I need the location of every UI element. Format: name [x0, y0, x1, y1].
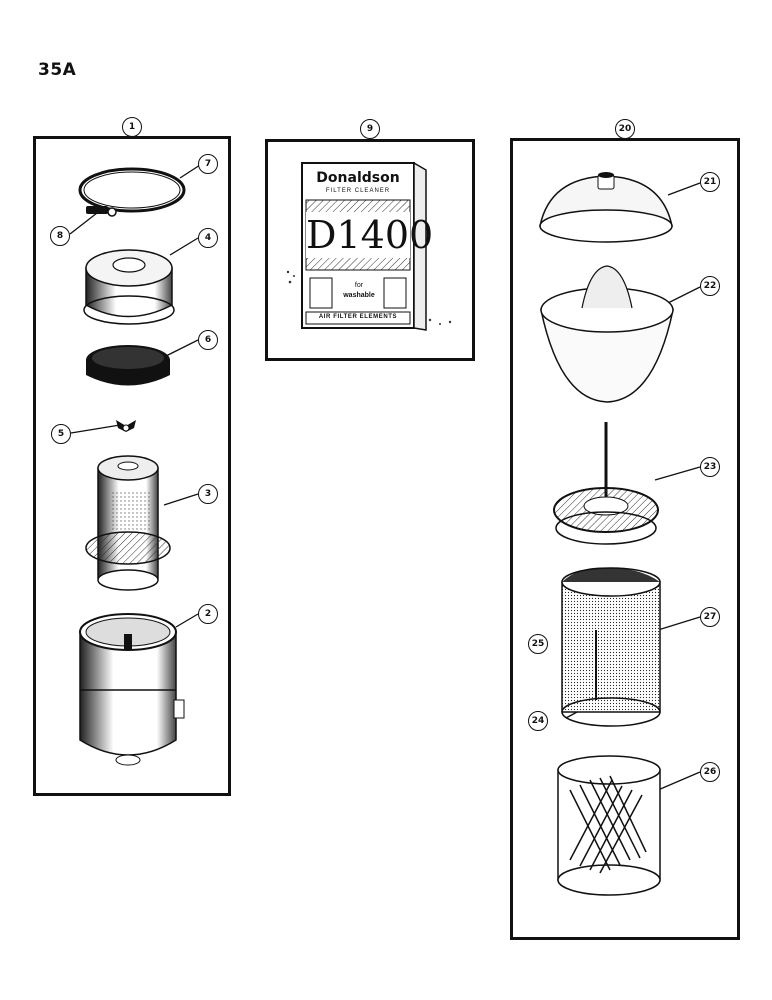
callout-27: 27 — [700, 607, 720, 627]
product-note-line1: for — [354, 282, 364, 289]
product-model: D1400 — [306, 212, 434, 258]
callout-25: 25 — [528, 634, 548, 654]
callout-5: 5 — [51, 424, 71, 444]
clamp-ring-7 — [78, 167, 186, 213]
callout-2: 2 — [198, 604, 218, 624]
callout-26: 26 — [700, 762, 720, 782]
product-footer: AIR FILTER ELEMENTS — [318, 314, 398, 320]
callout-20: 20 — [615, 119, 635, 139]
product-box-dust — [286, 270, 452, 325]
product-subtitle: FILTER CLEANER — [325, 188, 391, 194]
callout-24: 24 — [528, 711, 548, 731]
filter-element-3 — [85, 455, 171, 591]
callout-23: 23 — [700, 457, 720, 477]
cover-cup-4 — [83, 249, 175, 325]
bowl-22 — [540, 265, 674, 403]
callout-4: 4 — [198, 228, 218, 248]
callout-9: 9 — [360, 119, 380, 139]
vane-23 — [553, 422, 659, 545]
callout-8: 8 — [50, 226, 70, 246]
gasket-6 — [86, 345, 170, 386]
mesh-insert-26 — [557, 755, 661, 896]
page-number: 35A — [38, 60, 77, 80]
cap-21 — [539, 172, 673, 243]
product-note-line2: washable — [343, 292, 375, 299]
product-brand: Donaldson — [316, 170, 400, 186]
housing-2 — [79, 613, 185, 766]
callout-3: 3 — [198, 484, 218, 504]
callout-6: 6 — [198, 330, 218, 350]
callout-7: 7 — [198, 154, 218, 174]
clamp-bolt-8 — [86, 206, 117, 217]
callout-21: 21 — [700, 172, 720, 192]
callout-22: 22 — [700, 276, 720, 296]
screen-cylinder-27 — [561, 567, 661, 727]
wing-nut-5 — [116, 420, 136, 432]
callout-1: 1 — [122, 117, 142, 137]
